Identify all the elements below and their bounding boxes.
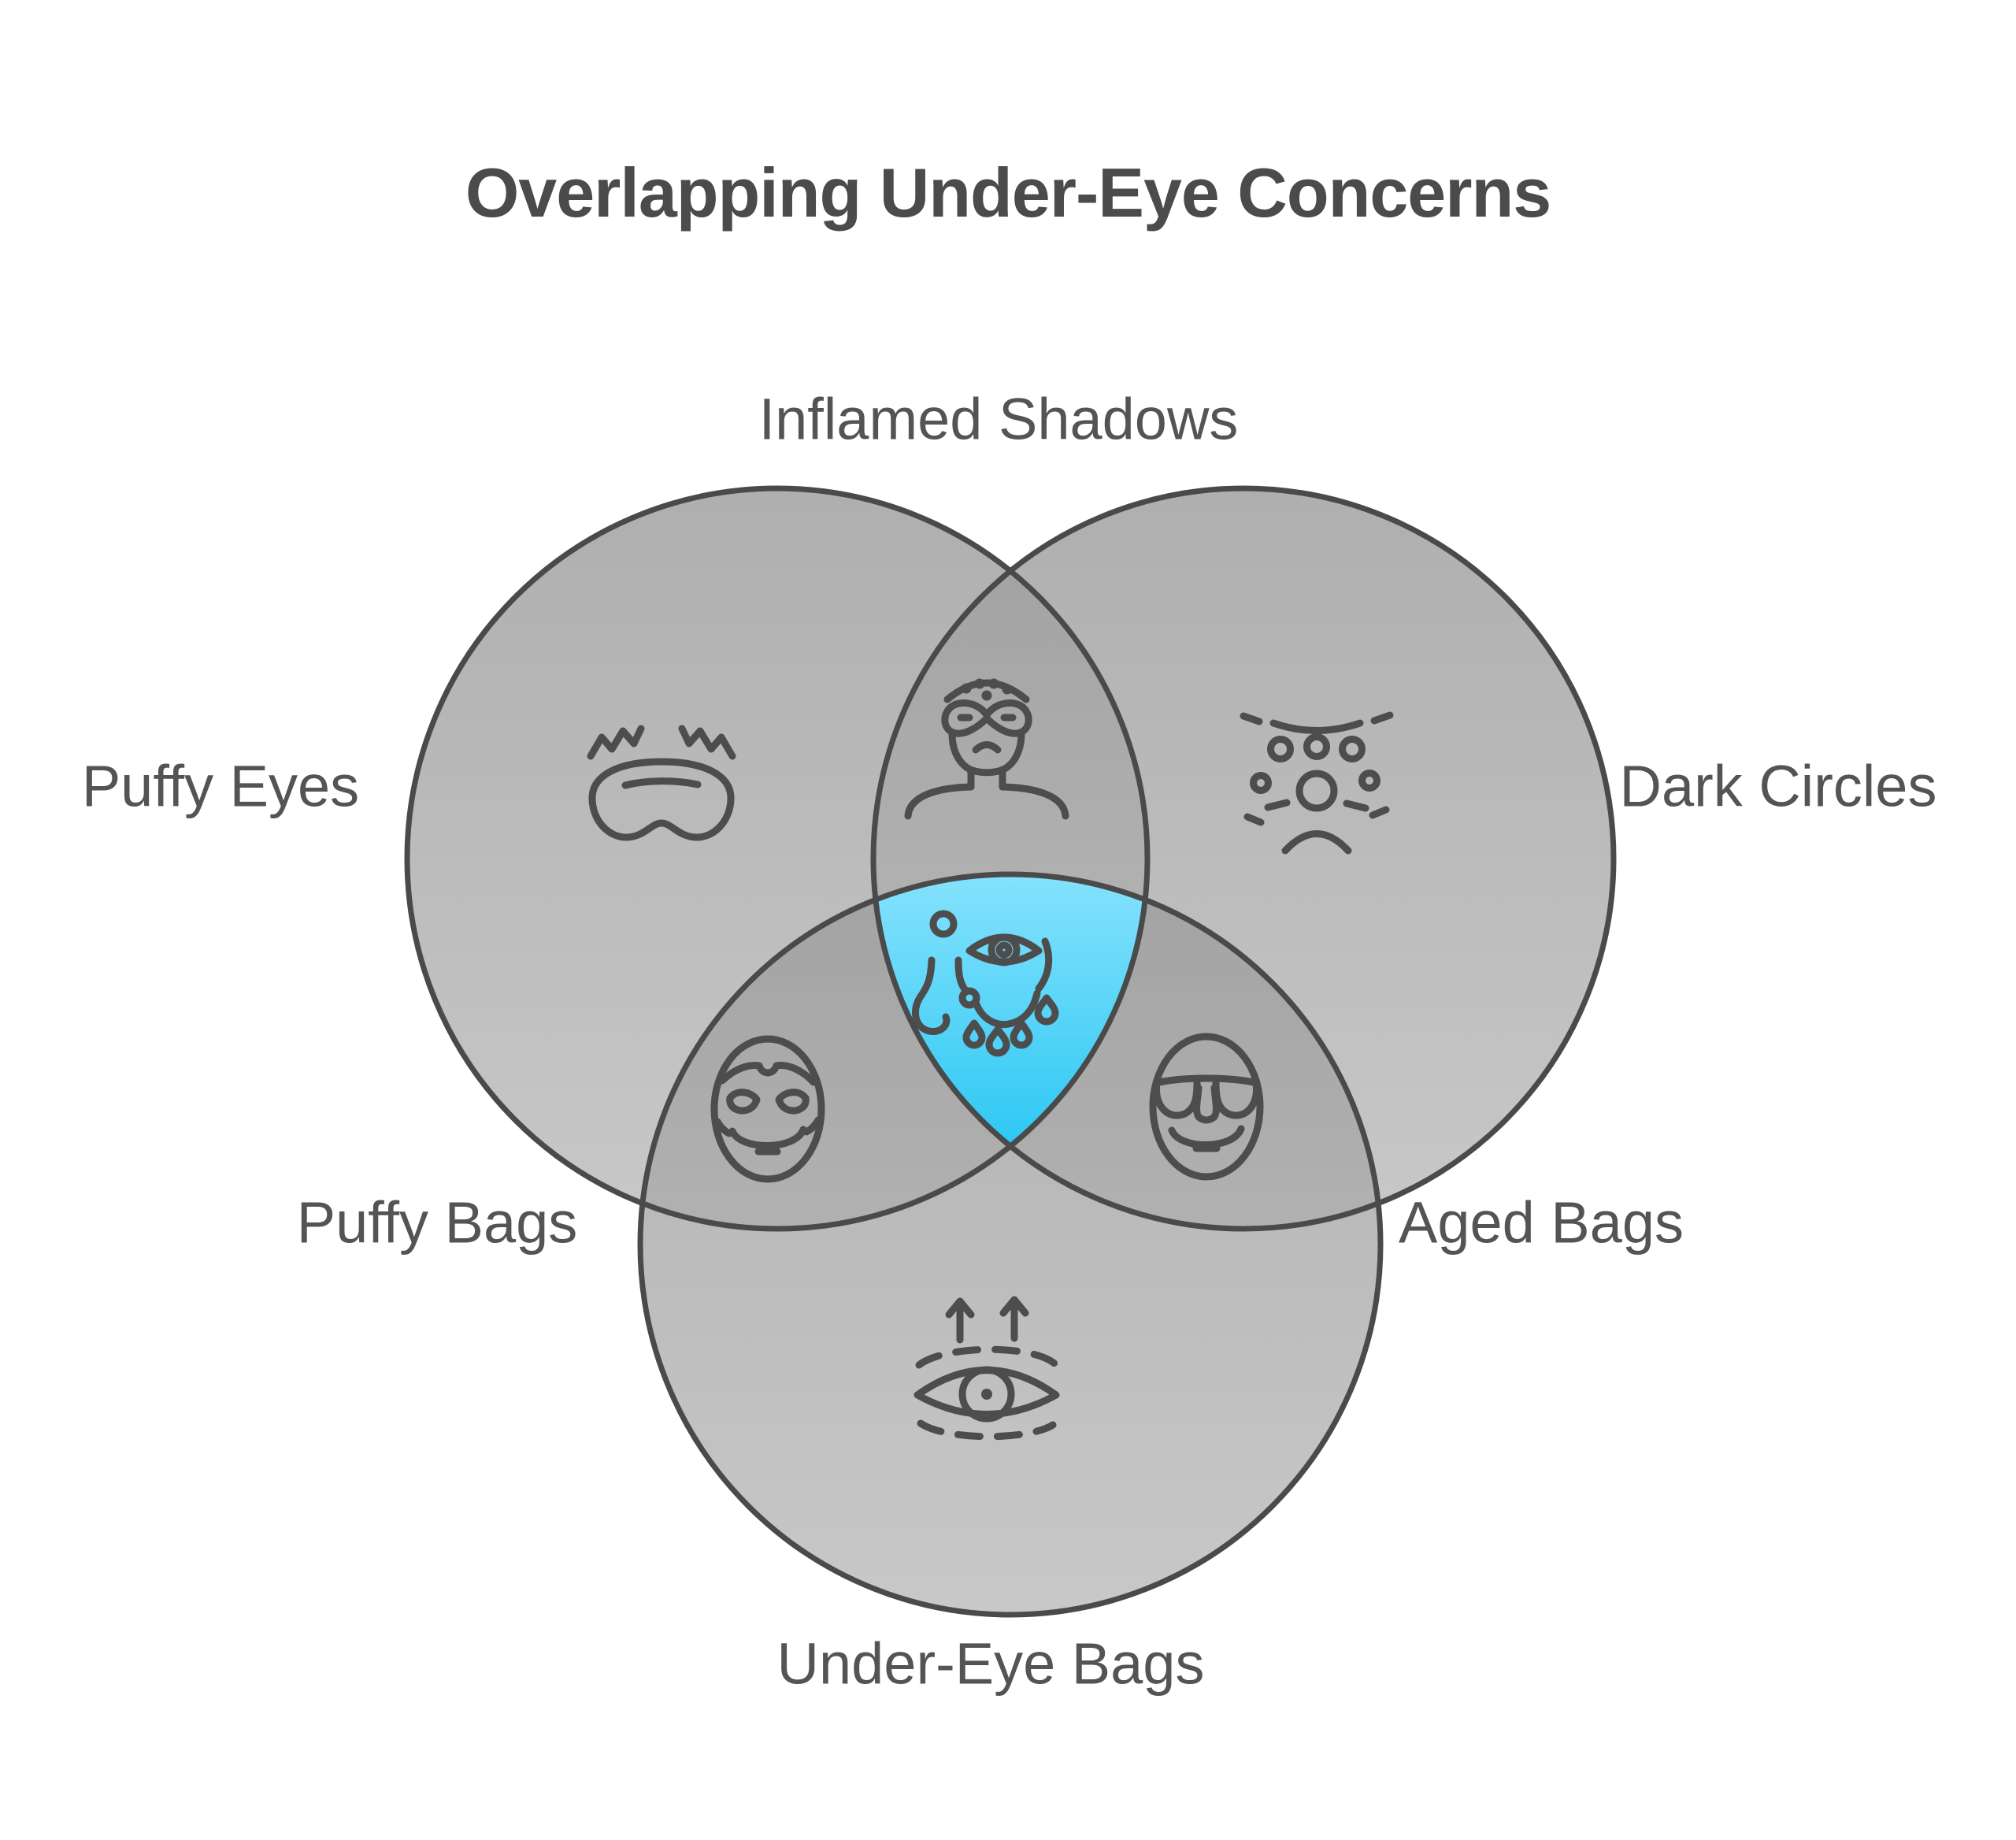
crying-eye-icon: [911, 910, 1059, 1057]
circle-under-eye-bags: [640, 874, 1380, 1615]
label-puffy-eyes: Puffy Eyes: [81, 753, 360, 819]
pigmentation-dots-icon: [1240, 711, 1394, 855]
masked-face-icon: [904, 678, 1069, 820]
label-inflamed-shadows: Inflamed Shadows: [758, 386, 1239, 452]
circle-outline-under-eye-bags: [637, 871, 1384, 1618]
triple-intersection-highlight: [876, 874, 1145, 1146]
aged-face-icon: [1149, 1033, 1264, 1181]
eye-lift-arrows-icon: [914, 1296, 1060, 1441]
circle-outline-puffy-eyes: [404, 485, 1151, 1232]
label-puffy-bags: Puffy Bags: [296, 1189, 578, 1256]
sleep-mask-icon: [587, 725, 736, 841]
page-title: Overlapping Under-Eye Concerns: [465, 154, 1551, 232]
label-aged-bags: Aged Bags: [1398, 1189, 1684, 1256]
puffy-face-icon: [710, 1035, 825, 1183]
circle-outline-dark-circles: [870, 485, 1617, 1232]
label-dark-circles: Dark Circles: [1619, 753, 1937, 819]
label-under-eye-bags: Under-Eye Bags: [776, 1630, 1205, 1697]
